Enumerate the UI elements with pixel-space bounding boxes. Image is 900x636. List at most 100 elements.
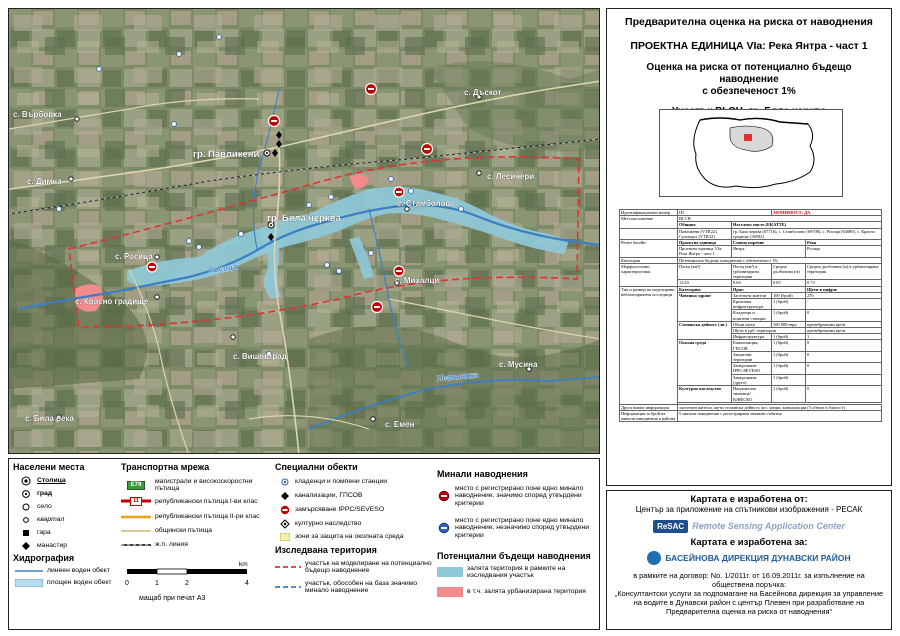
sewage-icon [279, 491, 291, 501]
legend-culture: културно наследство [279, 519, 361, 529]
scale-tick-2: 2 [185, 580, 189, 587]
cell-pu-value: Проектна единица VIa: Река Янтра - част … [677, 245, 732, 258]
legend-road2-label: републикански пътища II-ри клас [155, 513, 260, 520]
cell-category-value: Потенциално бъдещо наводнение с обезпече… [676, 256, 883, 264]
road[interactable] [248, 415, 370, 430]
label-byala-cherkva: гр. Бяла черква [267, 213, 341, 224]
cell-places: гр. Бяла черква (07716), с. Стамболово (… [730, 227, 883, 241]
cell-morph-label: Морфологични характеристики [619, 262, 678, 287]
well-markers[interactable] [56, 34, 464, 357]
cell-river-value: Росица [805, 245, 883, 258]
cell-past-label: Информация за брой на минали наводнения … [619, 409, 678, 423]
scale-bar-graphic: 0 1 2 4 km [125, 561, 249, 587]
cell-env: Околна среда [677, 339, 732, 387]
legend-quarter: квартал [19, 515, 64, 525]
label-stambolovo: с. Стамболово [397, 199, 455, 208]
road[interactable] [9, 98, 260, 130]
resac-logo[interactable]: ReSAC Remote Sensing Application Center [607, 517, 891, 535]
legend-protected: зони за защита на околната среда [279, 533, 404, 541]
ippc-icon [279, 505, 291, 515]
legend-sewage-label: канализации, ГПСОВ [295, 492, 363, 500]
legend-wells-label: кладенци и помпени станции [295, 478, 388, 486]
cell-env-r4: Замърсяване (друго) [730, 373, 773, 387]
label-byala-reka: с. Бяла река [25, 414, 74, 423]
bdr-emblem-icon [647, 551, 662, 565]
cell-morph-h2: Площ (км²) в урбанизирана територия [730, 262, 773, 281]
legend-linear-water: линеен воден обект [15, 567, 110, 574]
road[interactable] [273, 146, 300, 454]
credits-quote: „Консултантски услуги за подпомагане на … [614, 589, 884, 616]
quarter-icon [19, 515, 33, 525]
legend-special-head: Специални обекти [275, 462, 358, 472]
bdr-logo[interactable]: БАСЕЙНОВА ДИРЕКЦИЯ ДУНАВСКИ РАЙОН [607, 550, 891, 566]
culture-icon [279, 519, 291, 529]
assessment-title: Оценка на риска от потенциално бъдещо на… [607, 62, 891, 98]
highway-badge-icon: E79 [121, 480, 151, 491]
legend-railway-label: ж.п. линия [155, 541, 188, 548]
cell-human-r3-v: 0 [805, 309, 883, 322]
cell-env-r2-p: 1 (брой) [771, 350, 807, 364]
monastery-icon [19, 541, 33, 551]
legend-railway: ж.п. линия [121, 541, 188, 548]
cell-econ-r3: Инфраструктура [730, 333, 773, 341]
road[interactable] [388, 298, 600, 340]
label-rositsa-village: с. Росица [115, 252, 153, 261]
flood-extent[interactable] [349, 237, 374, 279]
cell-basin-label: Речен басейн [619, 239, 678, 258]
assessment-title-line1: Оценка на риска от потенциално бъдещо на… [646, 62, 852, 85]
legend-past-insignificant: място с регистрирано поне едно минало на… [437, 517, 597, 539]
urban-flood-krasno-gradishte[interactable] [75, 284, 103, 312]
cell-human-r2-v: - [805, 298, 883, 311]
legend-future-head: Потенциални бъдещи наводнения [437, 551, 591, 561]
legend-past-significant-label: място с регистрирано поне едно минало на… [455, 485, 584, 507]
significant-flood-icon [437, 490, 451, 502]
scale-tick-4: 4 [245, 580, 249, 587]
road1-badge-label: 11 [130, 497, 142, 507]
study-area-boundary[interactable] [68, 156, 580, 328]
legend-capital: Столица [19, 476, 66, 486]
areal-water-icon [15, 579, 43, 587]
town-icon [19, 489, 33, 499]
legend-transport-head: Транспортна мрежа [121, 462, 210, 472]
cell-culture-r1-p: 1 (брой) [771, 385, 807, 403]
railway-dash [9, 138, 599, 215]
label-musina: с. Мусина [499, 360, 538, 369]
map-panel[interactable]: с. Върбовка с. Дъскот гр. Павликени с. Д… [8, 8, 600, 454]
cell-municipalities: Павликени (VTR22), Сухиндол (VTR32) [677, 227, 732, 241]
cell-past-value: 5 минали наводнения с регистрирани значи… [676, 409, 883, 423]
cell-location-label: Местоположение [619, 215, 678, 229]
legend-future-urban: в т.ч. залята урбанизирана територия [437, 587, 597, 597]
stream [252, 88, 280, 250]
legend-modelled: участък на моделиране на потенциално бъд… [275, 560, 435, 575]
legend-monastery-label: манастир [37, 542, 68, 550]
insignificant-flood-icon [437, 522, 451, 534]
road[interactable] [128, 268, 189, 454]
past-flood-markers[interactable] [146, 82, 434, 314]
cell-econ-r2: Щети в урб. територии [730, 327, 807, 335]
legend-protected-label: зони за защита на околната среда [295, 533, 404, 541]
urban-flood-stambolovo[interactable] [349, 174, 369, 189]
cell-econ-r1: Общи щети [730, 320, 773, 329]
river-negovanka[interactable] [308, 376, 600, 430]
label-vishovgrad: с. Вишовград [233, 352, 287, 361]
flood-map[interactable]: с. Върбовка с. Дъскот гр. Павликени с. Д… [9, 9, 600, 454]
legend-town-label: град [37, 490, 53, 498]
overview-inset-map[interactable] [659, 109, 843, 197]
label-lesicheri: с. Лесичери [487, 172, 534, 181]
settlement-markers[interactable] [56, 94, 532, 422]
forest-area [429, 61, 599, 152]
credits-made-by: Картата е изработена от: [690, 494, 808, 505]
legend-future-flooded: залята територия в рамките на изследвани… [437, 565, 597, 580]
legend-capital-label: Столица [37, 477, 66, 485]
sewage-markers[interactable] [268, 131, 282, 241]
legend-road2: републикански пътища II-ри клас [121, 513, 260, 520]
label-rositsa-river: Росица [208, 262, 238, 275]
label-negovanka-river: Негованка [436, 370, 479, 383]
cell-count-head: Щети в цифри: [805, 285, 883, 293]
cell-env-r2: Защитени територии [730, 350, 773, 364]
river-rositsa[interactable] [18, 203, 600, 311]
legend-town: град [19, 489, 52, 499]
cell-human-r1: Засегнати жители [730, 291, 773, 300]
legend-historic-label: участък, обособен на база значимо минало… [305, 580, 418, 595]
resac-badge: ReSAC [653, 519, 689, 533]
